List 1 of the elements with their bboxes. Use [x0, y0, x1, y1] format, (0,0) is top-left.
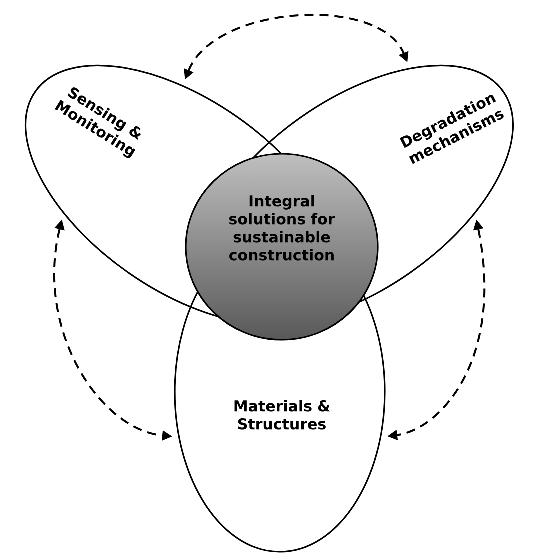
center-oval: Integral solutions for sustainable construction — [185, 153, 379, 341]
